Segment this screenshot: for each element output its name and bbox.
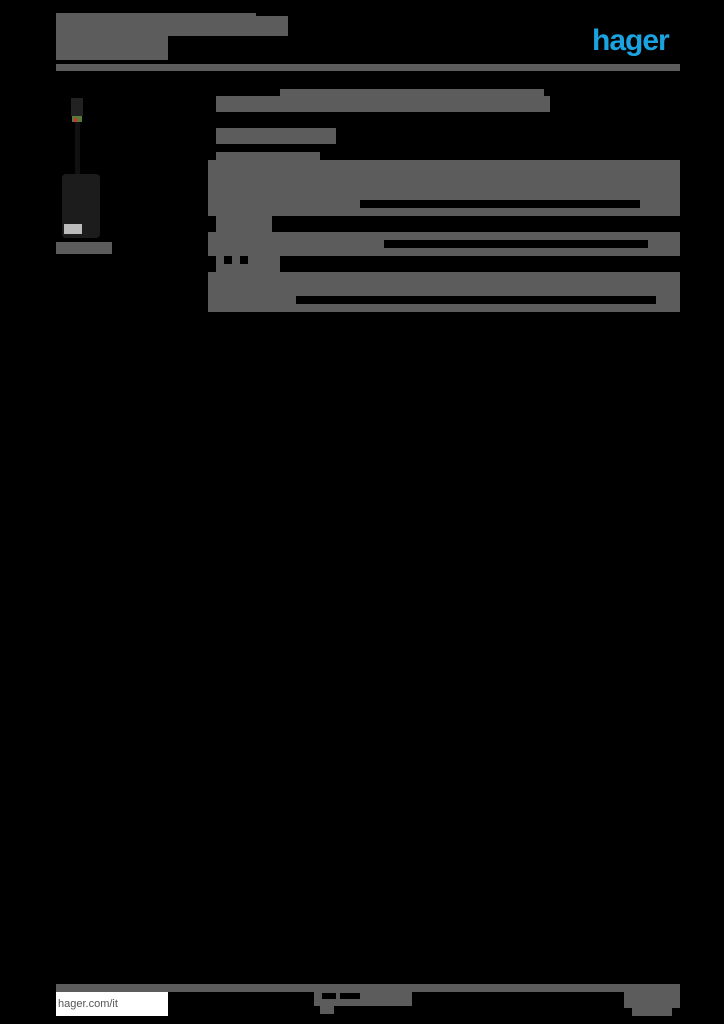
table-row-2-value-gap [384,240,648,248]
hager-logo[interactable]: hager [592,24,670,57]
footer-center-gap [322,993,336,999]
table-row-1-label-top-redacted [216,152,320,162]
device-with-cable-icon [62,98,100,238]
main-title-redacted-ascenders [280,89,544,97]
table-row-2-label-tail-redacted [216,256,280,272]
table-row-3 [208,272,680,312]
table-row-2-label-dot [240,256,248,264]
footer-page-info-redacted-line2 [632,1008,672,1016]
table-row-3-value-gap [296,296,656,304]
footer-center-redacted [314,992,412,1006]
header-subtitle-redacted [56,36,168,60]
main-title-redacted [216,96,550,112]
table-row-2-label-dot [224,256,232,264]
main-subtitle-redacted [216,128,336,144]
header-divider [56,64,680,71]
table-row-2-label-redacted [216,216,272,232]
header-title-redacted [56,16,288,36]
footer-website-link[interactable]: hager.com/it [56,992,168,1016]
product-caption-redacted [56,242,112,254]
footer-page-info-redacted [624,992,680,1008]
table-row-1-value-gap [360,200,640,208]
footer-divider [56,984,680,992]
footer-center-gap [340,993,360,999]
footer-center-descender [320,1006,334,1014]
header-title-redacted-ascenders [56,13,256,19]
